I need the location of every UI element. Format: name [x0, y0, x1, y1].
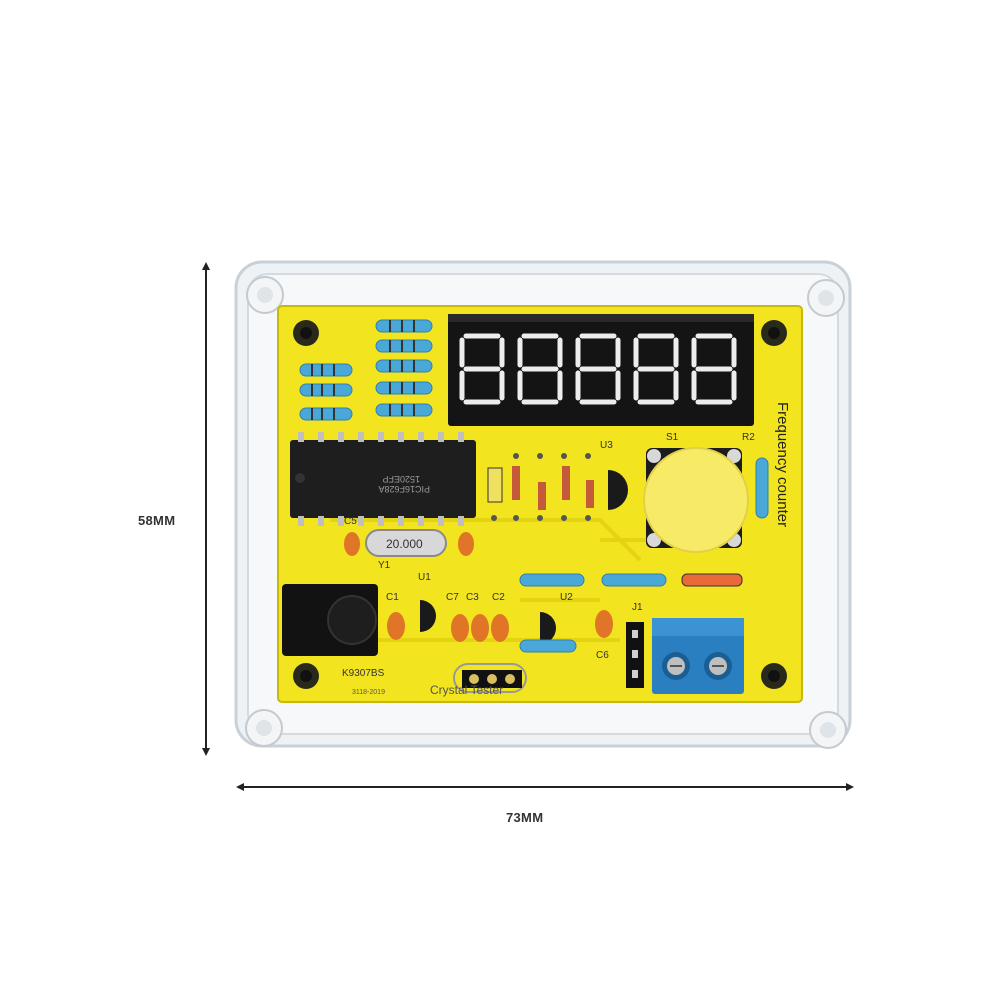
width-arrow-left-icon [236, 782, 244, 791]
dc-power-jack [282, 584, 378, 656]
ref-c2: C2 [492, 592, 505, 603]
reset-push-button[interactable]: S1 R2 [643, 432, 755, 553]
height-arrow-bottom-icon [201, 748, 210, 756]
regulator-u1: U1 [418, 572, 437, 632]
height-dimension-label: 58MM [138, 513, 176, 528]
width-arrow-right-icon [846, 782, 854, 791]
ref-u2: U2 [560, 592, 573, 603]
resistor-group-left [299, 319, 433, 421]
model-text: K9307BS [342, 668, 385, 679]
transistor-u3: U3 [600, 440, 628, 510]
crystal-oscillator: 20.000 [344, 529, 474, 557]
resistor-row-middle [519, 573, 743, 587]
height-dimension-line [205, 266, 207, 752]
ref-s1: S1 [666, 432, 679, 443]
resistor-r2 [755, 457, 769, 519]
diode-array [487, 453, 594, 521]
chip-label-1: 1520EFP [382, 474, 420, 484]
chip-label-2: PIC16F628A [378, 484, 430, 494]
ref-j1: J1 [632, 602, 643, 613]
capacitors [387, 610, 613, 642]
width-dimension-line [238, 786, 850, 788]
seven-segment-display [448, 314, 754, 426]
ref-c1: C1 [386, 592, 399, 603]
crystal-label: 20.000 [386, 537, 423, 551]
ref-c5: C5 [344, 516, 357, 527]
ref-u3: U3 [600, 440, 613, 451]
crystal-test-socket: Crystal Tester [430, 663, 527, 697]
transistor-u2 [519, 612, 577, 653]
microcontroller-chip: 1520EFP PIC16F628A [290, 432, 476, 526]
ref-c3: C3 [466, 592, 479, 603]
screw-terminal [652, 618, 744, 694]
jumper-header [626, 622, 644, 688]
width-dimension-label: 73MM [506, 810, 544, 825]
board-title: Frequency counter [774, 402, 791, 527]
silkscreen-bottom: Crystal Tester [430, 683, 503, 697]
ref-c6: C6 [596, 650, 609, 661]
ref-y1: Y1 [378, 560, 391, 571]
date-text: 3118-2019 [352, 689, 385, 696]
ref-c7: C7 [446, 592, 459, 603]
ref-u1: U1 [418, 572, 431, 583]
ref-r2: R2 [742, 432, 755, 443]
height-arrow-top-icon [201, 262, 210, 270]
